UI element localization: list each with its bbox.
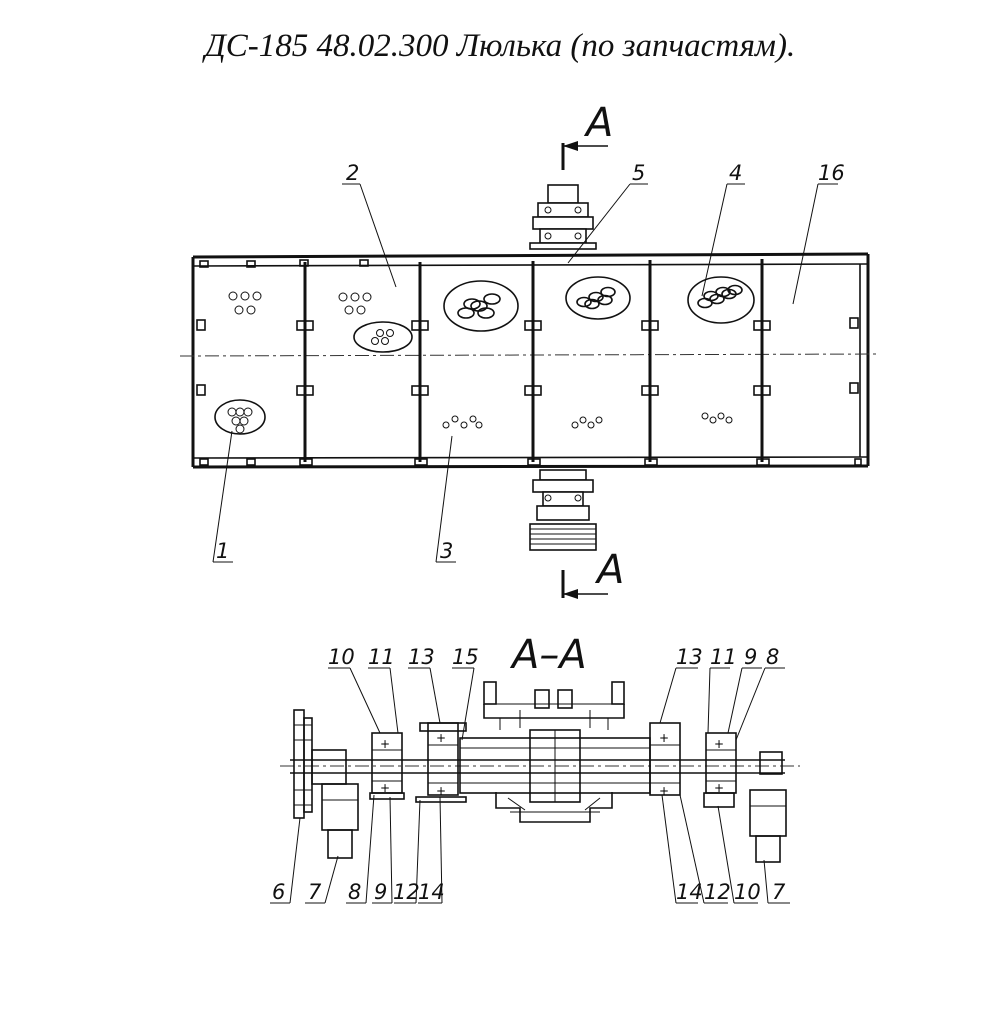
callout-4: 4: [729, 161, 742, 185]
svg-text:+: +: [659, 731, 669, 745]
section-letter-bottom: A: [594, 547, 624, 593]
callout-14-right: 14: [676, 880, 703, 904]
screen-hole-patterns: [214, 276, 755, 435]
section-arrow-bottom: A: [561, 547, 624, 599]
svg-text:+: +: [714, 781, 724, 795]
svg-text:+: +: [436, 731, 446, 745]
callout-12-right: 12: [704, 880, 731, 904]
svg-text:+: +: [714, 737, 724, 751]
section-title: A–A: [509, 632, 587, 678]
callout-5: 5: [632, 161, 645, 185]
drive-units: [321, 751, 787, 863]
callout-15: 15: [452, 645, 479, 669]
callout-14-left: 14: [418, 880, 445, 904]
callout-10-left: 10: [328, 645, 355, 669]
svg-text:+: +: [380, 781, 390, 795]
callout-6: 6: [272, 880, 285, 904]
bottom-bearing-assembly: [529, 469, 597, 551]
callout-9-right: 9: [744, 645, 757, 669]
plan-view: A A: [179, 100, 881, 599]
callout-7-left: 7: [308, 880, 322, 904]
svg-text:+: +: [436, 784, 446, 798]
section-leaders: [270, 667, 790, 904]
callout-13-left: 13: [408, 645, 435, 669]
top-bearing-assembly: [529, 184, 597, 250]
drawing-title: ДС-185 48.02.300 Люлька (по запчастям).: [204, 28, 796, 64]
pulley: [293, 709, 347, 819]
section-view: A–A: [270, 632, 800, 904]
callout-2: 2: [346, 161, 359, 185]
callout-1: 1: [216, 539, 229, 563]
section-arrow-top: A: [561, 100, 613, 170]
callout-11-left: 11: [368, 645, 395, 669]
frame: [179, 252, 881, 469]
callout-7-right: 7: [772, 880, 786, 904]
callout-8-left: 8: [348, 880, 361, 904]
callout-9-left: 9: [374, 880, 387, 904]
callout-8-right: 8: [766, 645, 779, 669]
callout-11-right: 11: [710, 645, 737, 669]
callout-13-right: 13: [676, 645, 703, 669]
callout-16: 16: [818, 161, 845, 185]
svg-text:+: +: [380, 737, 390, 751]
right-bearing-units: + + + +: [649, 722, 737, 808]
section-letter-top: A: [583, 100, 613, 146]
left-bearing-units: + + + +: [369, 722, 467, 803]
callout-12-left: 12: [393, 880, 420, 904]
vibrator-housing: [483, 681, 625, 823]
svg-text:+: +: [659, 784, 669, 798]
callout-10-right: 10: [734, 880, 761, 904]
plan-leaders: [212, 183, 838, 563]
callout-3: 3: [440, 539, 453, 563]
